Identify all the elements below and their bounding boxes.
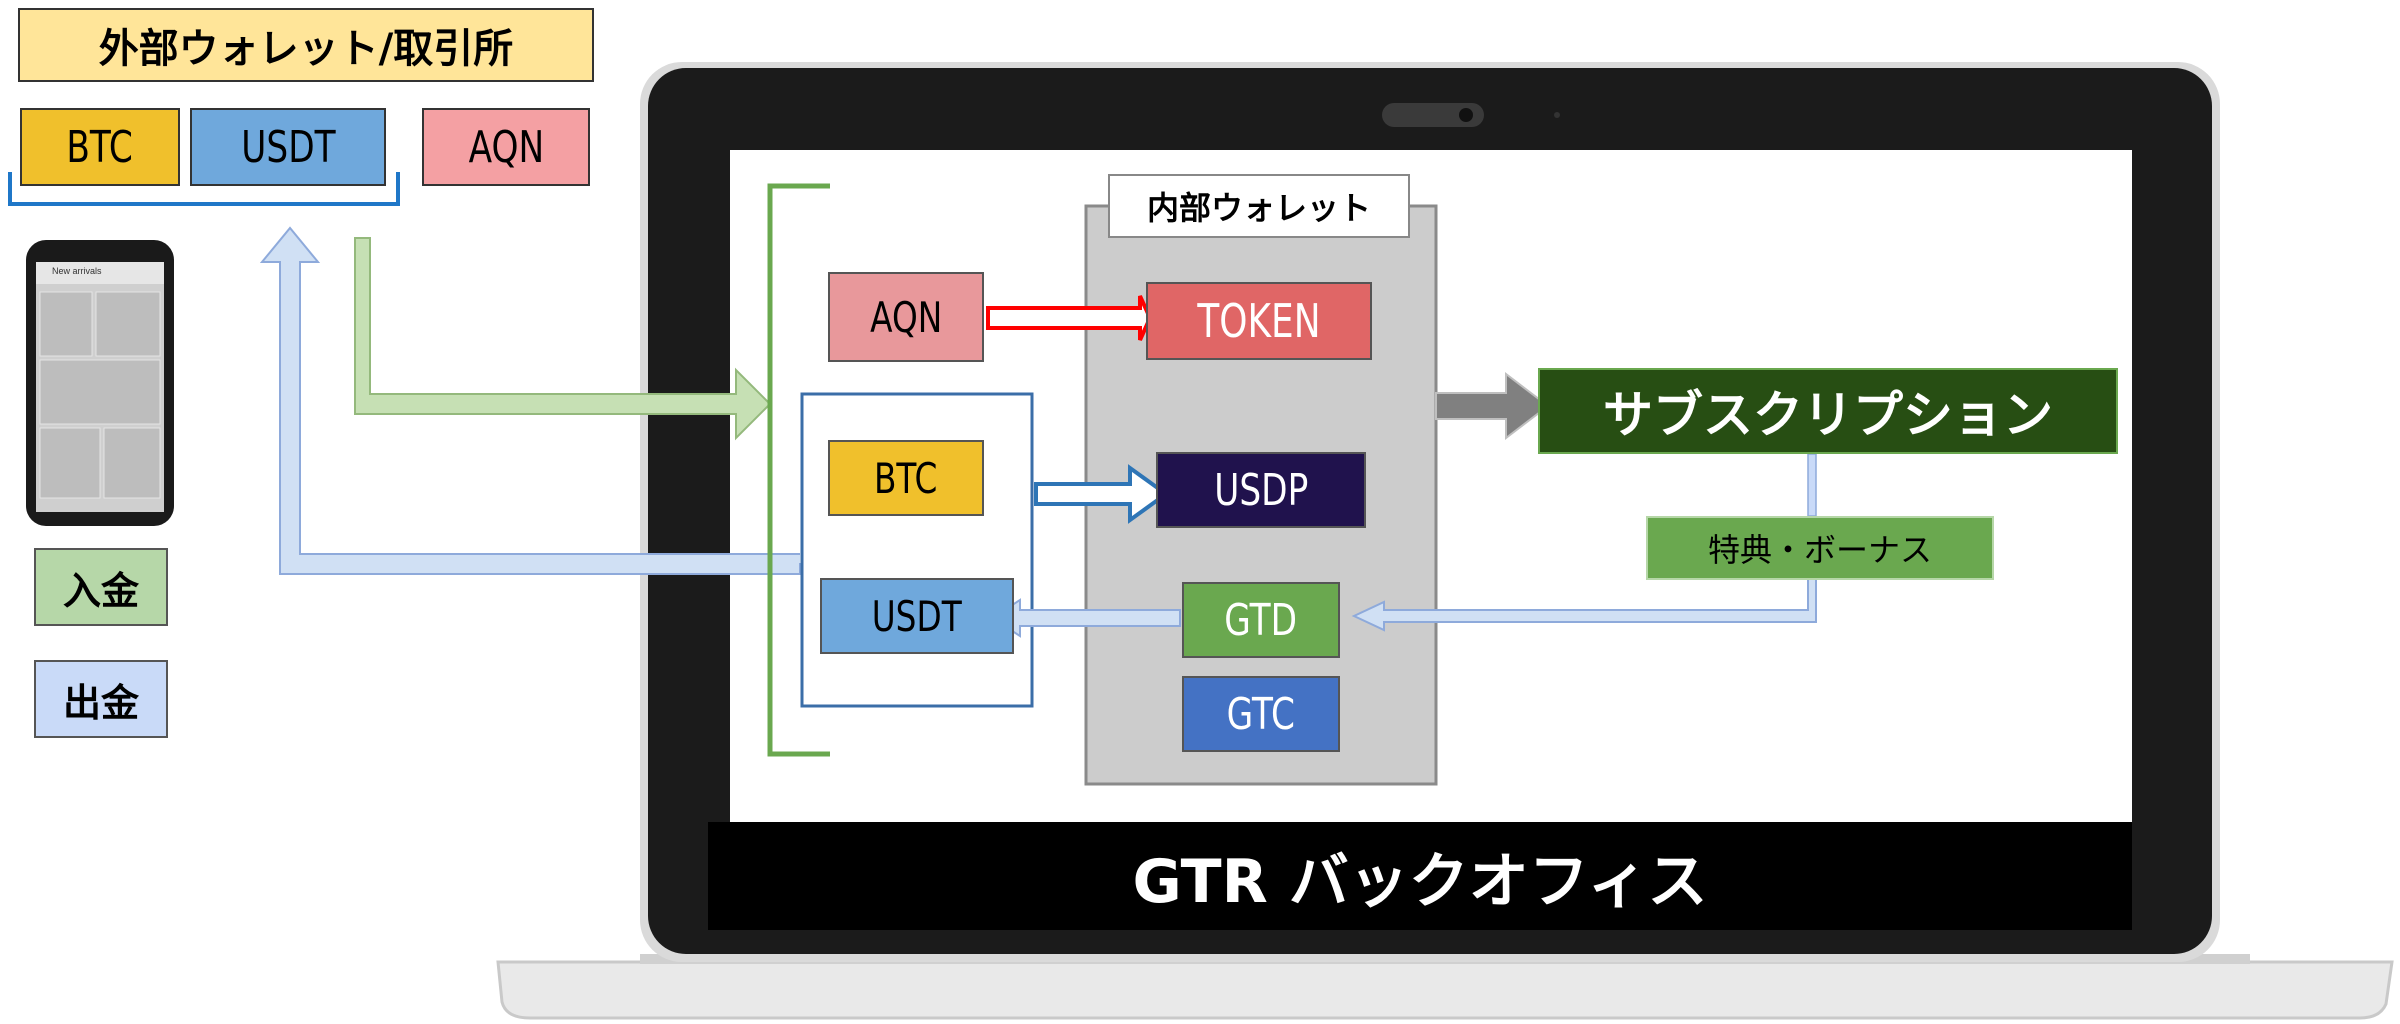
convert-arrow-red xyxy=(986,295,1153,341)
inner-btc-badge: BTC xyxy=(828,440,984,516)
laptop-base xyxy=(496,960,2394,1020)
legend-deposit: 入金 xyxy=(34,548,168,626)
inner-bracket xyxy=(767,183,830,757)
token-badge: TOKEN xyxy=(1146,282,1372,360)
usdp-badge: USDP xyxy=(1156,452,1366,528)
webcam xyxy=(1382,103,1484,127)
withdraw-arrow xyxy=(259,226,801,575)
external-usdt-badge: USDT xyxy=(190,108,386,186)
subscription-link xyxy=(1807,453,1817,517)
inner-usdt-badge: USDT xyxy=(820,578,1014,654)
inner-aqn-badge: AQN xyxy=(828,272,984,362)
subscription-box: サブスクリプション xyxy=(1538,368,2118,454)
convert-arrow-blue xyxy=(1034,464,1170,524)
crypto-frame xyxy=(800,392,1034,708)
subscription-arrow xyxy=(1435,371,1550,441)
phone-illustration xyxy=(26,240,174,526)
external-btc-badge: BTC xyxy=(20,108,180,186)
deposit-arrow xyxy=(354,237,772,441)
footer-title: GTR バックオフィス xyxy=(1132,846,1708,917)
benefit-arrow xyxy=(1351,577,1817,632)
phone-screen-title: New arrivals xyxy=(52,266,102,276)
gtc-badge: GTC xyxy=(1182,676,1340,752)
external-bracket xyxy=(8,172,400,206)
benefit-bonus-box: 特典・ボーナス xyxy=(1646,516,1994,580)
external-wallet-title: 外部ウォレット/取引所 xyxy=(18,8,594,82)
legend-withdraw: 出金 xyxy=(34,660,168,738)
internal-wallet-title: 内部ウォレット xyxy=(1108,174,1410,238)
external-aqn-badge: AQN xyxy=(422,108,590,186)
footer-band xyxy=(708,822,2132,930)
gtd-badge: GTD xyxy=(1182,582,1340,658)
